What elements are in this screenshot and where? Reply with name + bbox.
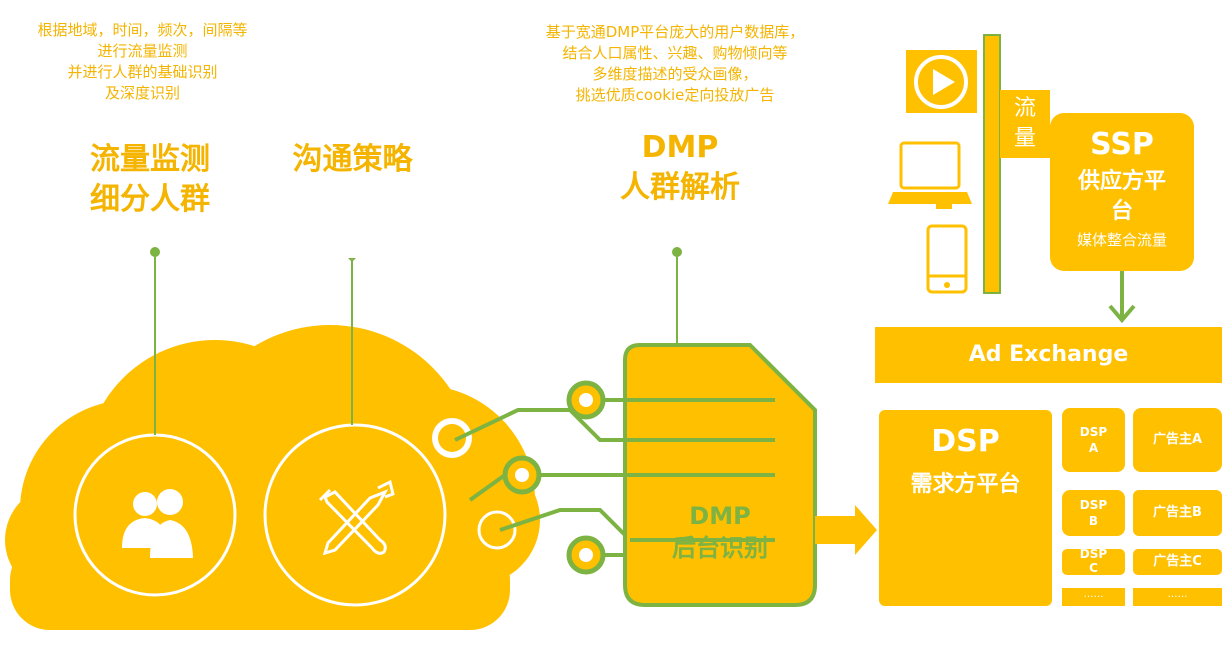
strategy-circle [263,423,447,607]
laptop-icon [888,141,972,209]
monitor-desc-line: 及深度识别 [104,84,180,102]
traffic-bar [983,34,1001,294]
monitor-desc-line: 进行流量监测 [97,42,188,60]
dsp-b-box: DSP B [1062,490,1125,536]
advertiser-c-box: 广告主C [1133,549,1222,575]
ad-exchange-box: Ad Exchange [875,327,1222,383]
monitor-title-line: 流量监测 [90,142,210,177]
dmp-desc-line: 基于宽通DMP平台庞大的用户数据库， [545,23,805,41]
dsp-c-box: DSP C [1062,549,1125,575]
dsp-more-box: …… [1062,588,1125,606]
ssp-note: 媒体整合流量 [1076,231,1167,249]
cloud-bubble-small [477,510,517,550]
advertiser-a-box: 广告主A [1133,408,1222,472]
dmp-description: 基于宽通DMP平台庞大的用户数据库， 结合人口属性、兴趣、购物倾向等 多维度描述… [505,22,845,106]
dsp-a-label: DSP A [1079,425,1108,455]
strategy-connector-tip [348,258,356,262]
traffic-label-text: 流量 [1013,96,1036,151]
cloud-bubble-inner [438,424,466,452]
monitor-desc-line: 并进行人群的基础识别 [67,63,218,81]
users-icon [122,489,193,558]
tools-icon [318,479,395,556]
advertiser-b-box: 广告主B [1133,490,1222,536]
ssp-box: SSP 供应方平台 媒体整合流量 [1050,113,1194,271]
traffic-label: 流量 [1000,90,1050,158]
ssp-subtitle: 供应方平台 [1077,169,1166,224]
dmp-backend-label: DMP 后台识别 [640,500,800,564]
dmp-title: DMP 人群解析 [590,128,770,208]
ssp-title: SSP [1090,127,1154,162]
dmp-desc-line: 多维度描述的受众画像， [592,65,758,83]
dsp-c-label: DSP C [1079,549,1108,575]
dsp-b-label: DSP B [1079,498,1108,528]
play-icon [914,55,968,109]
dsp-box: DSP 需求方平台 [879,410,1052,606]
dmp-backend-line: 后台识别 [672,534,768,562]
advertiser-more-box: …… [1133,588,1222,606]
dmp-desc-line: 结合人口属性、兴趣、购物倾向等 [562,44,788,62]
strategy-title: 沟通策略 [292,142,413,177]
monitor-description: 根据地域，时间，频次，间隔等 进行流量监测 并进行人群的基础识别 及深度识别 [10,20,275,104]
monitor-title: 流量监测 细分人群 [60,140,240,220]
dmp-title-line: DMP [641,130,719,165]
dmp-title-line: 人群解析 [620,170,740,205]
dmp-connector-dot [672,247,682,257]
monitor-title-line: 细分人群 [90,182,210,217]
dmp-backend-line: DMP [689,502,751,530]
dsp-title: DSP [931,424,1000,459]
monitor-desc-line: 根据地域，时间，频次，间隔等 [37,21,248,39]
dsp-subtitle: 需求方平台 [910,472,1021,497]
dsp-a-box: DSP A [1062,408,1125,472]
arrow-to-dsp [815,505,877,555]
phone-icon [926,224,968,294]
monitor-connector-dot [150,247,160,257]
dmp-desc-line: 挑选优质cookie定向投放广告 [575,86,775,104]
